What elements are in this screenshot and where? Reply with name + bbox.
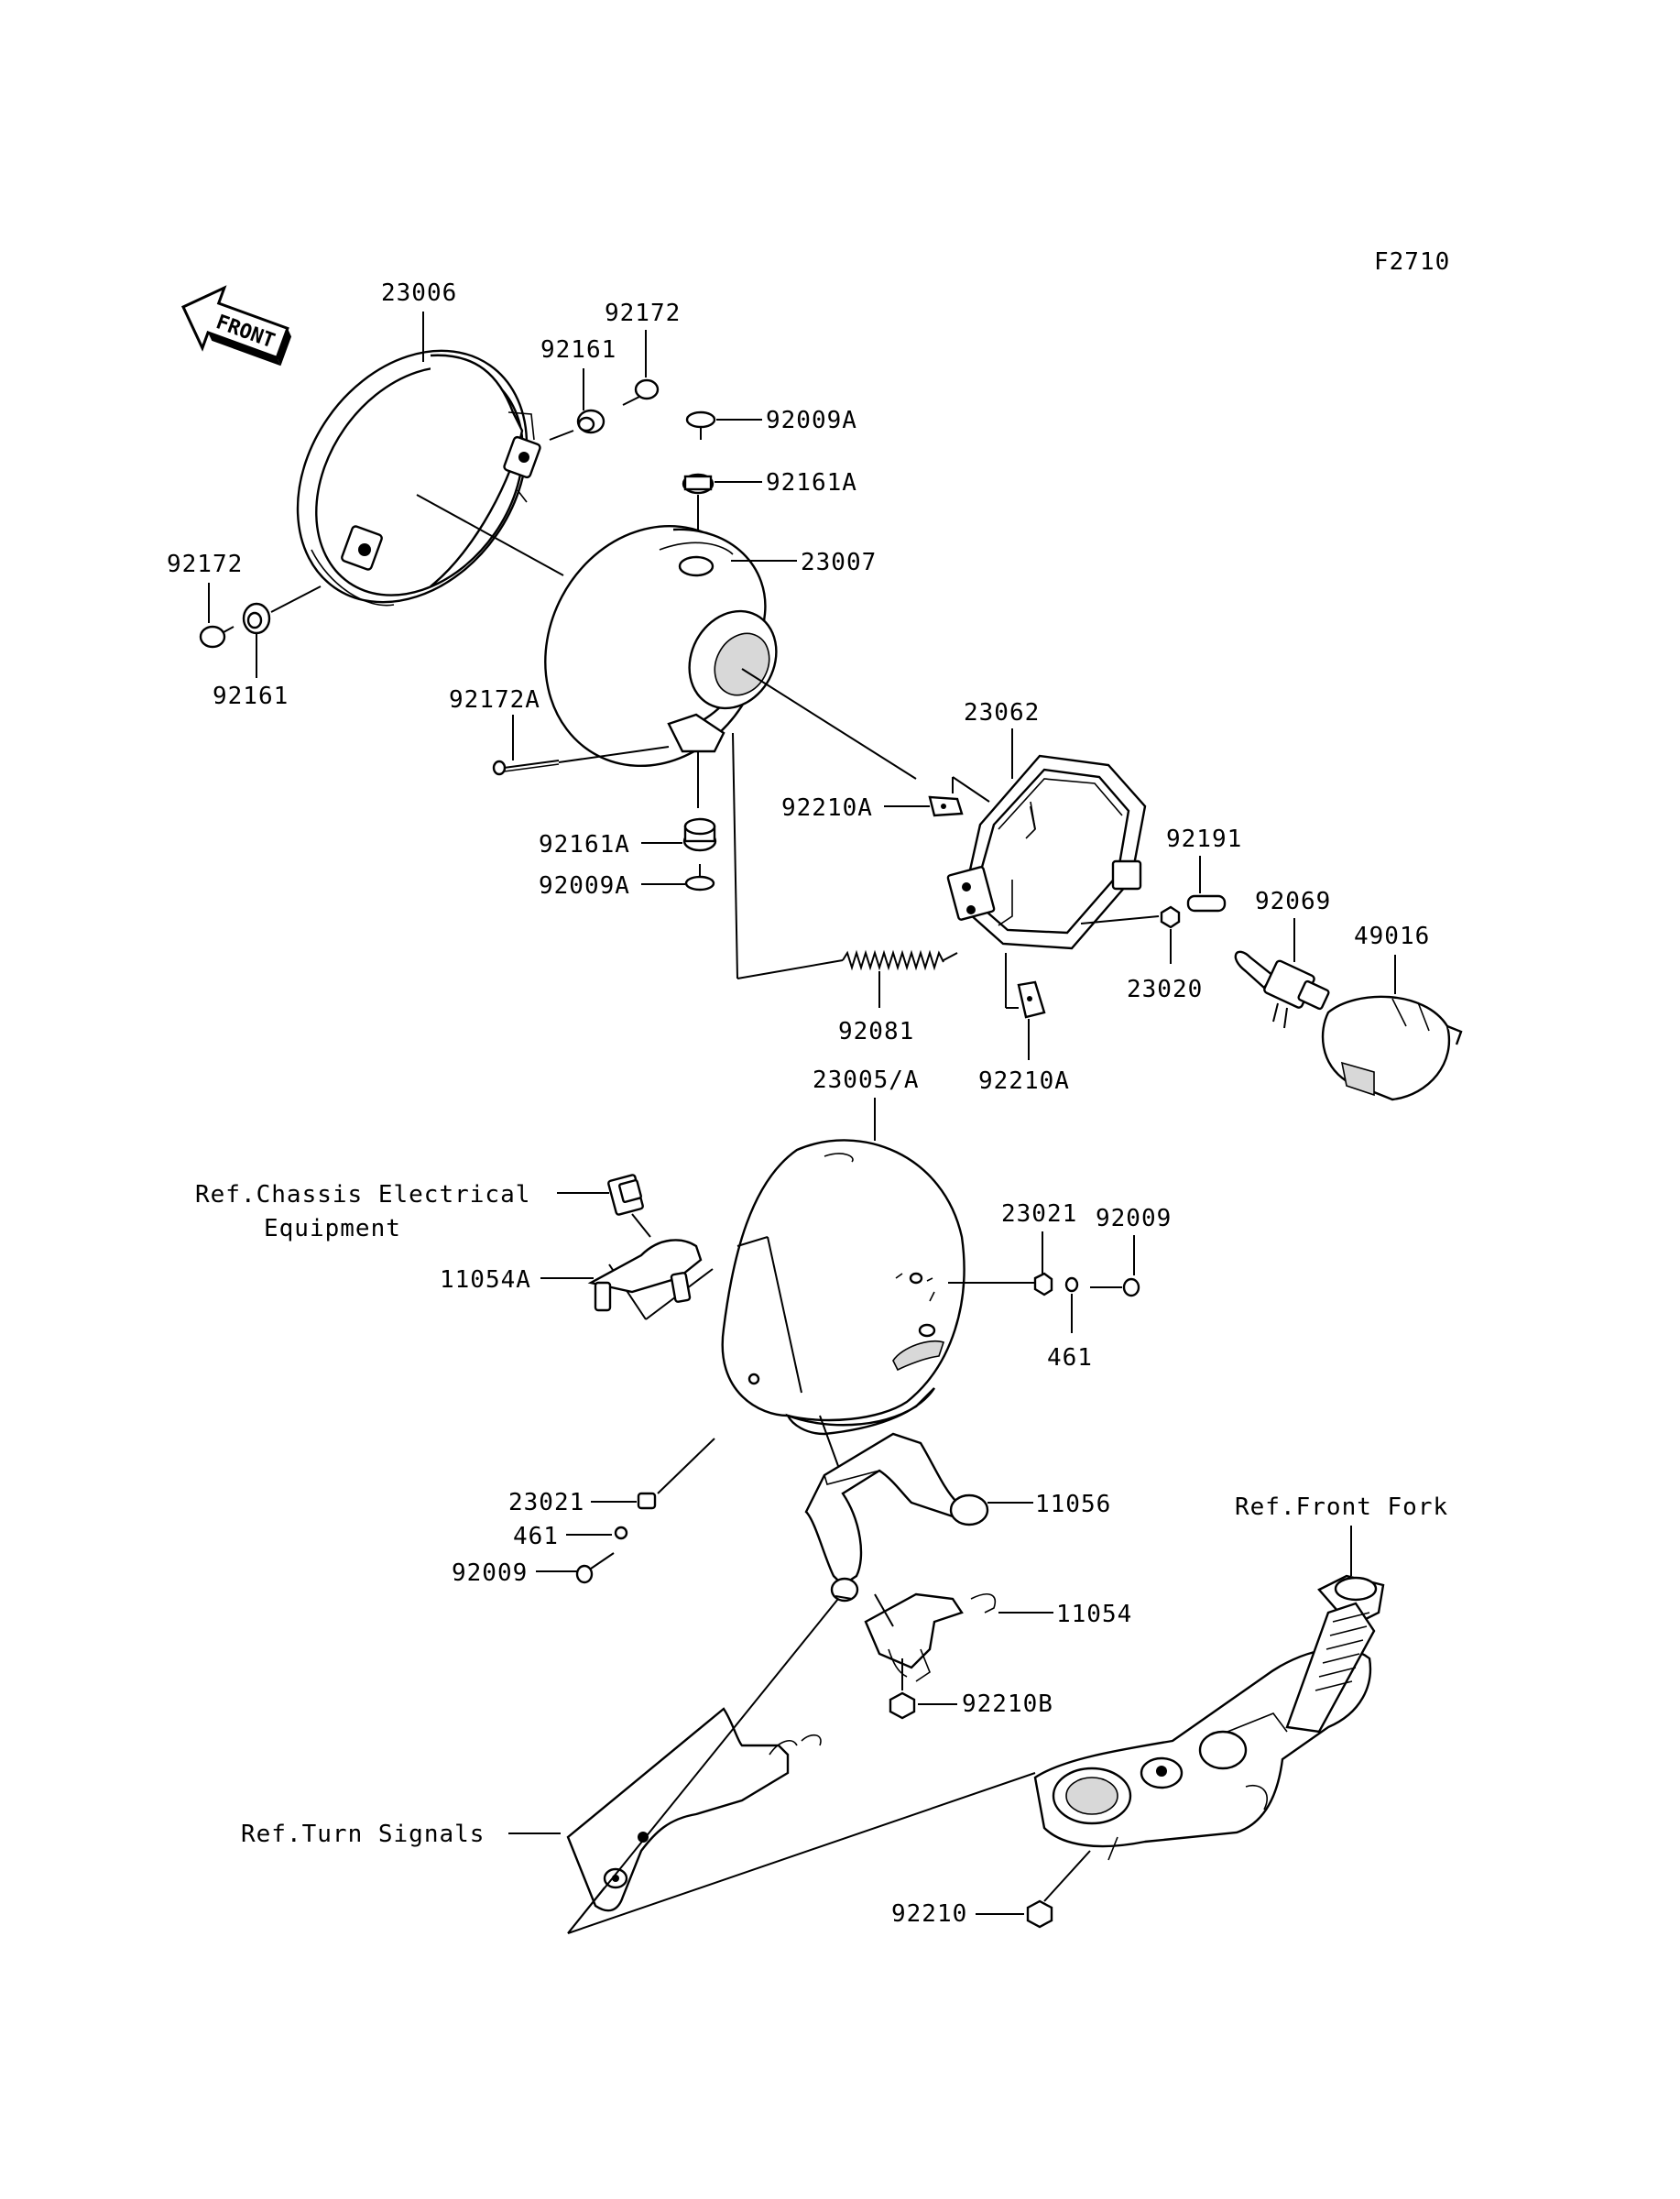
bolt-92009-right bbox=[1090, 1277, 1140, 1297]
bracket-11054 bbox=[864, 1592, 996, 1682]
nut-23020 bbox=[1160, 905, 1181, 929]
grommet-92161-top bbox=[576, 409, 605, 434]
grommet-92161A-bottom bbox=[682, 817, 717, 852]
figure-code: F2710 bbox=[1374, 248, 1450, 276]
callout-11056: 11056 bbox=[1035, 1491, 1111, 1518]
pin-92191 bbox=[1186, 894, 1227, 913]
ref-chassis-equipment: Equipment bbox=[264, 1215, 401, 1242]
bulb-92069 bbox=[1234, 950, 1330, 1029]
turn-signal-bracket bbox=[566, 1707, 822, 1912]
dust-cover-49016 bbox=[1321, 995, 1463, 1101]
callout-92191: 92191 bbox=[1166, 826, 1242, 853]
ref-chassis-electrical: Ref.Chassis Electrical bbox=[195, 1181, 530, 1209]
clip-92210A-top bbox=[928, 795, 964, 817]
headlight-rim-23006 bbox=[296, 349, 541, 607]
callout-92172A: 92172A bbox=[449, 686, 540, 714]
callout-92172-left: 92172 bbox=[167, 551, 243, 578]
bracket-11054A bbox=[587, 1239, 703, 1312]
callout-92009A-top: 92009A bbox=[766, 407, 857, 434]
callout-92161A-bottom: 92161A bbox=[539, 831, 630, 859]
nut-92210 bbox=[1026, 1899, 1053, 1929]
callout-92081: 92081 bbox=[838, 1018, 914, 1045]
callout-92009-left: 92009 bbox=[452, 1559, 528, 1587]
spring-92081 bbox=[842, 949, 944, 971]
callout-461-right: 461 bbox=[1047, 1344, 1093, 1372]
callout-92210A-bottom: 92210A bbox=[978, 1067, 1070, 1095]
washer-461-right bbox=[1064, 1276, 1079, 1293]
callout-92161-left: 92161 bbox=[213, 683, 289, 710]
screw-92172-top bbox=[622, 378, 660, 406]
callout-11054: 11054 bbox=[1056, 1601, 1132, 1628]
callout-92009A-bottom: 92009A bbox=[539, 872, 630, 900]
grommet-92161A-top bbox=[682, 473, 715, 495]
callout-23021-right: 23021 bbox=[1001, 1200, 1077, 1228]
callout-23020: 23020 bbox=[1127, 976, 1203, 1003]
screw-92172-left bbox=[199, 625, 235, 649]
front-arrow-icon: FRONT bbox=[181, 285, 292, 366]
washer-461-left bbox=[614, 1526, 628, 1540]
callout-11054A: 11054A bbox=[440, 1266, 531, 1294]
callout-23006: 23006 bbox=[381, 279, 457, 307]
callout-49016: 49016 bbox=[1354, 923, 1430, 950]
callout-92161-top: 92161 bbox=[540, 336, 616, 364]
callout-92210: 92210 bbox=[891, 1900, 967, 1928]
callout-92210B: 92210B bbox=[962, 1690, 1053, 1718]
ref-turn-signals: Ref.Turn Signals bbox=[241, 1821, 485, 1848]
headlight-housing-23007 bbox=[544, 524, 778, 768]
grommet-92161-left bbox=[242, 602, 271, 635]
callout-92069: 92069 bbox=[1255, 888, 1331, 915]
nut-92210B bbox=[889, 1691, 916, 1720]
callout-92210A-top: 92210A bbox=[781, 794, 873, 822]
callout-92172-top: 92172 bbox=[605, 300, 681, 327]
nut-23021-left bbox=[637, 1492, 657, 1510]
callout-92161A-top: 92161A bbox=[766, 469, 857, 497]
nut-23021-right bbox=[1033, 1272, 1053, 1296]
headlight-bracket-23062 bbox=[946, 754, 1147, 950]
callout-23007: 23007 bbox=[801, 549, 877, 576]
callout-23021-left: 23021 bbox=[508, 1489, 584, 1516]
screw-92009A-bottom bbox=[684, 864, 715, 892]
callout-461-left: 461 bbox=[513, 1523, 559, 1550]
ref-front-fork: Ref.Front Fork bbox=[1235, 1493, 1448, 1521]
screw-92009A-top bbox=[685, 410, 716, 440]
headlight-shell-23005A bbox=[721, 1139, 965, 1436]
connector-holder bbox=[607, 1174, 644, 1216]
callout-92009-right: 92009 bbox=[1096, 1205, 1172, 1232]
clip-92210A-bottom bbox=[1017, 980, 1046, 1019]
stay-11056 bbox=[804, 1432, 989, 1603]
callout-23005A: 23005/A bbox=[813, 1067, 920, 1094]
callout-23062: 23062 bbox=[964, 699, 1040, 727]
bolt-92172A bbox=[492, 760, 560, 776]
bolt-92009-left bbox=[575, 1552, 615, 1584]
fork-bracket-assembly bbox=[1033, 1574, 1385, 1861]
